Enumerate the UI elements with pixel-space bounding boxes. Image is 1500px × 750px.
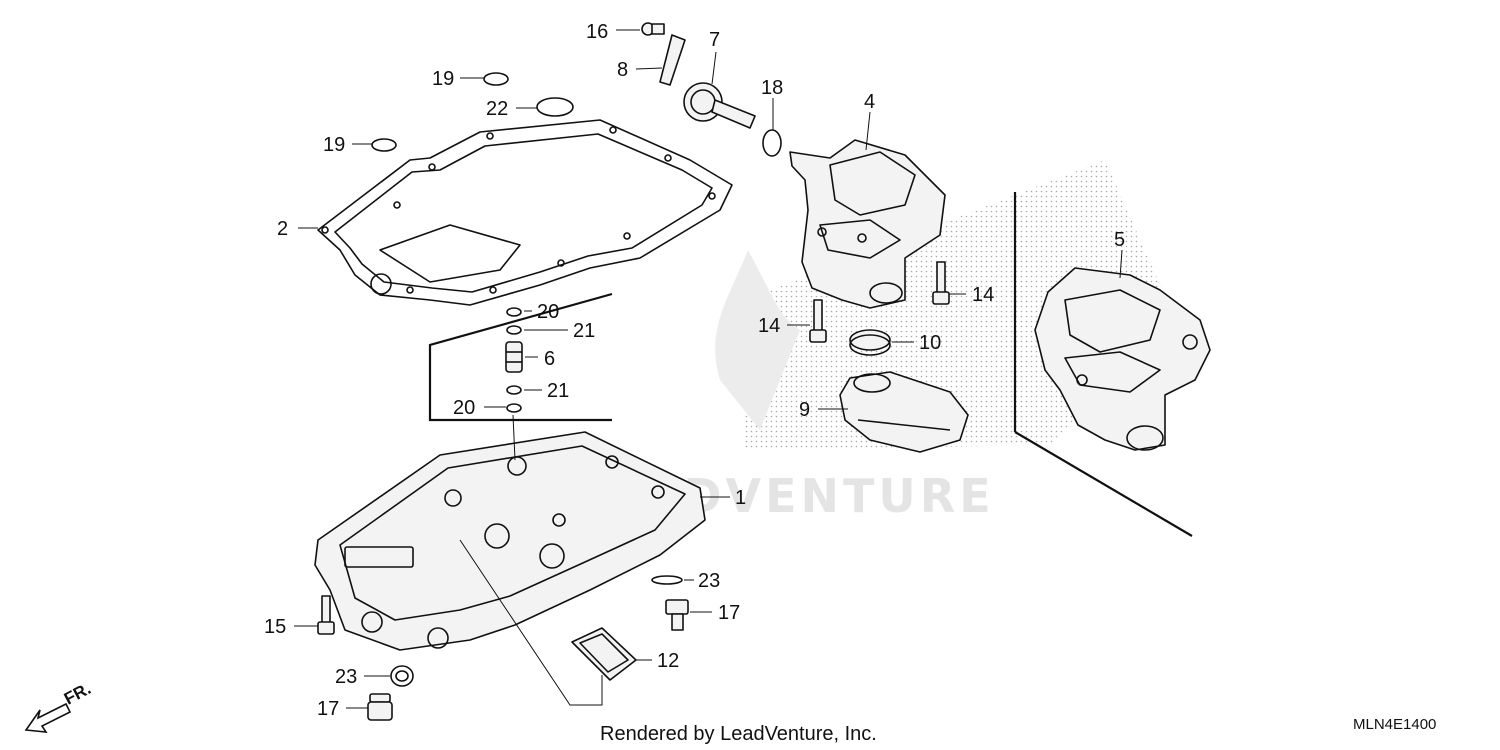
callout-14-left: 14 — [758, 315, 780, 337]
callout-20-lower: 20 — [453, 397, 475, 419]
oil-pan-part-1 — [314, 431, 706, 651]
o-ring-part-19-lower — [371, 138, 397, 152]
callout-5: 5 — [1114, 229, 1125, 251]
callout-23-lower: 23 — [335, 666, 357, 688]
callout-1: 1 — [735, 487, 746, 509]
callout-14-right: 14 — [972, 284, 994, 306]
bolt-part-15 — [317, 595, 335, 635]
callout-7: 7 — [709, 29, 720, 51]
diagram-code: MLN4E1400 — [1353, 716, 1436, 733]
callout-20-upper: 20 — [537, 301, 559, 323]
o-ring-part-19-upper — [483, 72, 509, 86]
plate-part-8 — [659, 34, 686, 86]
seal-part-10 — [849, 329, 891, 356]
assembly-frame-lines — [428, 192, 1193, 537]
callout-17-upper: 17 — [718, 602, 740, 624]
footer-credit: Rendered by LeadVenture, Inc. — [600, 723, 877, 745]
drain-plug-part-17-upper — [665, 599, 689, 631]
callout-21-upper: 21 — [573, 320, 595, 342]
callout-10: 10 — [919, 332, 941, 354]
washer-part-23-lower — [390, 665, 414, 687]
gasket-part-2 — [317, 119, 733, 306]
callout-2: 2 — [277, 218, 288, 240]
callout-4: 4 — [864, 91, 875, 113]
washer-part-18 — [762, 129, 782, 157]
callout-labels: 16 7 8 19 22 19 18 4 2 5 14 14 20 21 6 1… — [264, 21, 1125, 720]
oil-pump-part-4 — [789, 139, 946, 309]
callout-19-lower: 19 — [323, 134, 345, 156]
drain-plug-part-17-lower — [367, 693, 393, 721]
callout-18: 18 — [761, 77, 783, 99]
callout-9: 9 — [799, 399, 810, 421]
gear-shaft-part-7 — [683, 82, 756, 129]
callout-15: 15 — [264, 616, 286, 638]
bolt-part-14-left — [809, 299, 827, 343]
callout-22: 22 — [486, 98, 508, 120]
callout-23-upper: 23 — [698, 570, 720, 592]
callout-12: 12 — [657, 650, 679, 672]
leader-lines — [294, 29, 1123, 709]
bolt-part-14-right — [932, 261, 950, 305]
callout-21-lower: 21 — [547, 380, 569, 402]
watermark-flame-icon — [715, 250, 800, 430]
front-arrow-icon — [24, 702, 72, 733]
seal-stack-parts-20-21-6 — [505, 307, 523, 413]
washer-part-23-upper — [651, 575, 683, 585]
callout-17-lower: 17 — [317, 698, 339, 720]
callout-6: 6 — [544, 348, 555, 370]
callout-8: 8 — [617, 59, 628, 81]
oil-pump-assembly-part-5 — [1034, 267, 1211, 451]
strainer-part-9 — [839, 371, 969, 453]
front-direction-indicator: FR. — [24, 679, 94, 733]
callout-19-upper: 19 — [432, 68, 454, 90]
callout-16: 16 — [586, 21, 608, 43]
filter-screen-part-12 — [571, 627, 637, 681]
o-ring-part-22 — [536, 97, 574, 117]
bolt-part-16 — [641, 22, 665, 36]
